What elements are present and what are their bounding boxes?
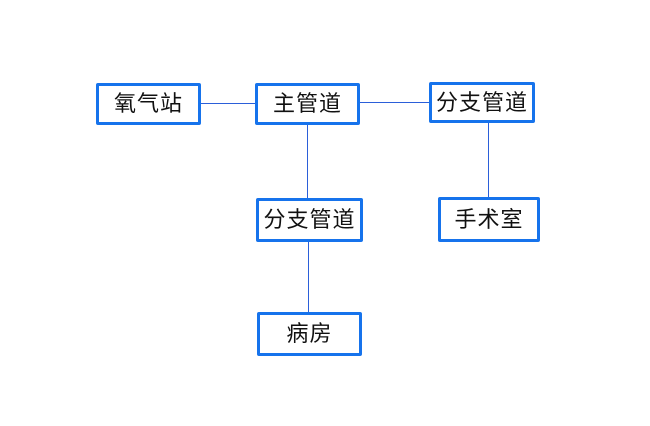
node-branch-pipeline-right-label: 分支管道 — [435, 89, 528, 115]
node-branch-pipeline-center-label: 分支管道 — [263, 207, 356, 232]
edge-oxygen-station-to-main-pipeline — [201, 103, 255, 105]
node-ward-label: 病房 — [286, 321, 333, 346]
node-operating-room-label: 手术室 — [454, 206, 524, 232]
edge-branch-pipeline-right-to-operating-room — [488, 123, 490, 197]
edge-branch-pipeline-center-to-ward — [308, 242, 310, 312]
edge-main-pipeline-to-branch-pipeline-right — [360, 102, 429, 104]
node-oxygen-station-label: 氧气站 — [113, 91, 183, 116]
node-main-pipeline: 主管道 — [255, 83, 360, 125]
node-oxygen-station: 氧气站 — [96, 83, 201, 125]
node-ward: 病房 — [257, 312, 362, 356]
node-branch-pipeline-right: 分支管道 — [429, 82, 535, 123]
edge-main-pipeline-to-branch-pipeline-center — [307, 125, 309, 198]
node-main-pipeline-label: 主管道 — [272, 91, 342, 116]
node-branch-pipeline-center: 分支管道 — [256, 198, 363, 242]
node-operating-room: 手术室 — [438, 197, 540, 242]
